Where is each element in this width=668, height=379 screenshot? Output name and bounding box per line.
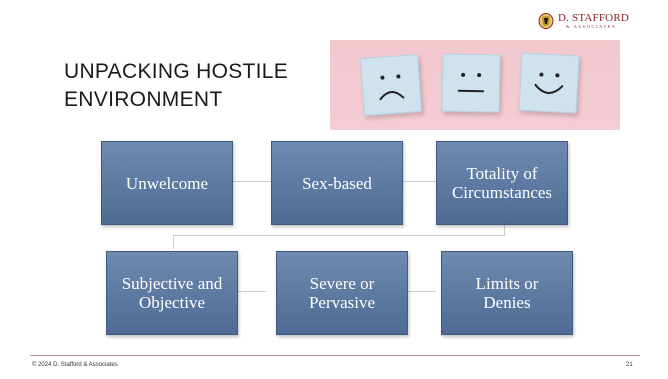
box-label: Limits or Denies [475, 274, 539, 312]
diagram-box-totality: Totality of Circumstances [436, 141, 568, 225]
footer-divider [30, 355, 640, 356]
logo-text: D. STAFFORD & ASSOCIATES [558, 13, 629, 30]
happy-face-icon [518, 52, 580, 114]
box-label: Totality of Circumstances [451, 164, 553, 202]
sticky-notes-photo [330, 40, 620, 130]
connector-1-2 [231, 181, 271, 182]
connector-wrap-into [173, 235, 174, 249]
diagram-box-unwelcome: Unwelcome [101, 141, 233, 225]
sad-face-icon [360, 54, 422, 116]
connector-wrap-down [504, 223, 505, 235]
box-label: Subjective and Objective [121, 274, 223, 312]
neutral-face-icon [441, 53, 501, 113]
page-number: 21 [626, 362, 633, 368]
logo-subtitle: & ASSOCIATES [566, 24, 617, 29]
diagram-box-subjective-objective: Subjective and Objective [106, 251, 238, 335]
shield-logo-icon [538, 13, 554, 30]
slide-title: UNPACKING HOSTILE ENVIRONMENT [64, 58, 288, 114]
box-label: Unwelcome [125, 173, 209, 193]
connector-2-3 [401, 181, 436, 182]
title-line-1: UNPACKING HOSTILE [64, 60, 289, 83]
diagram-box-severe-pervasive: Severe or Pervasive [276, 251, 408, 335]
company-logo: D. STAFFORD & ASSOCIATES [538, 13, 629, 30]
diagram-box-sex-based: Sex-based [271, 141, 403, 225]
box-label: Severe or Pervasive [308, 274, 376, 312]
connector-wrap-across [173, 235, 505, 236]
title-line-2: ENVIRONMENT [64, 88, 223, 111]
connector-5-6 [406, 291, 436, 292]
box-label: Sex-based [302, 173, 372, 193]
footer-copyright: © 2024 D. Stafford & Associates [32, 362, 118, 368]
connector-4-5 [236, 291, 266, 292]
logo-name: D. STAFFORD [558, 12, 630, 24]
diagram-box-limits-denies: Limits or Denies [441, 251, 573, 335]
